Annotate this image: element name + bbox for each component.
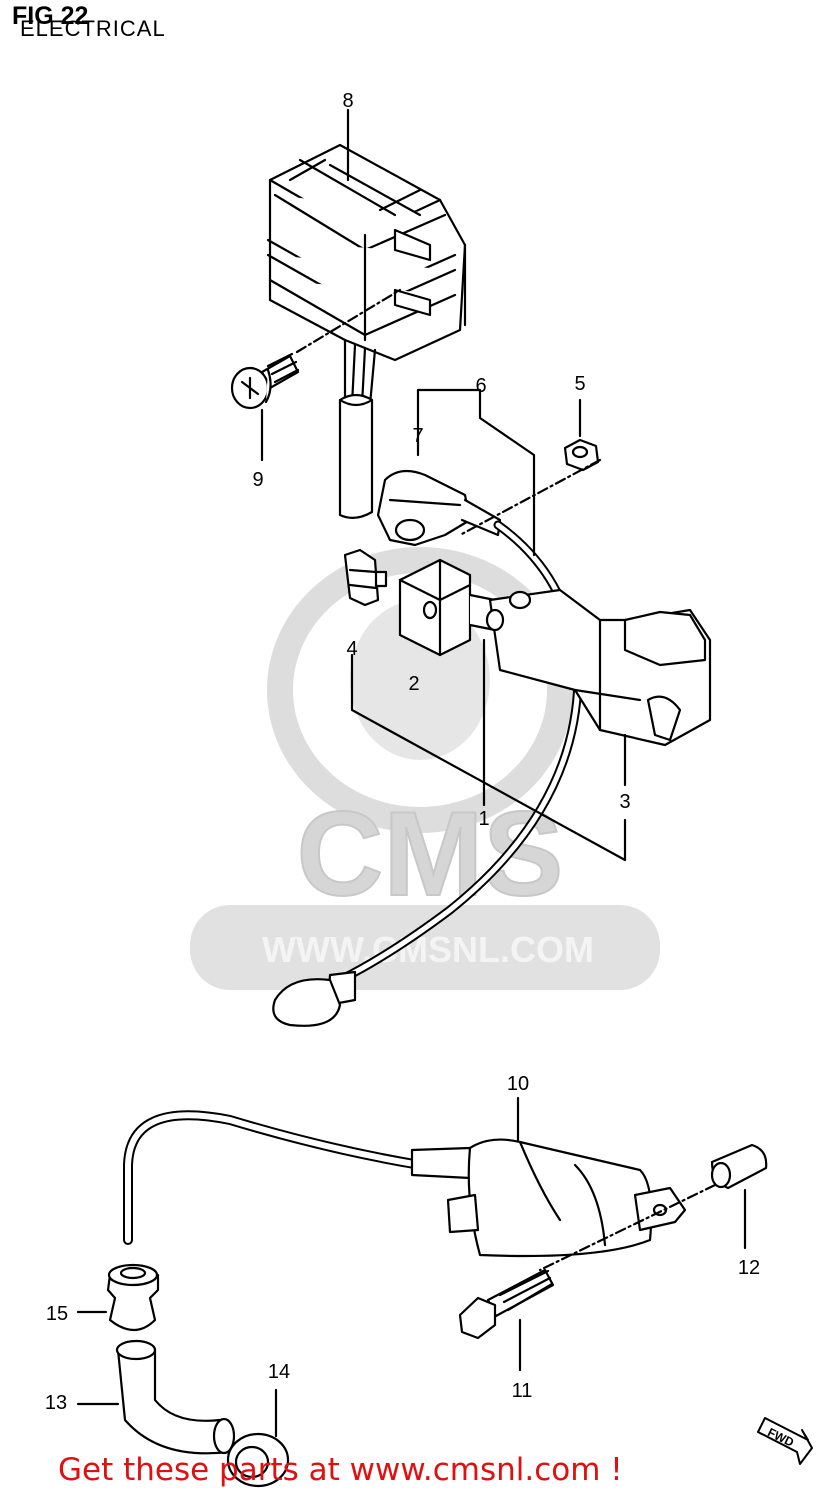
part-7-plug-cap xyxy=(376,469,502,547)
figure-subtitle: ELECTRICAL xyxy=(20,16,166,41)
callout-11: 11 xyxy=(512,1380,533,1402)
part-12-collar xyxy=(710,1143,768,1190)
footer-cta-link[interactable]: Get these parts at www.cmsnl.com ! xyxy=(58,1452,623,1488)
part-9-screw xyxy=(230,352,300,410)
callout-7: 7 xyxy=(412,425,423,447)
callout-2: 2 xyxy=(408,673,419,695)
part-5-nut xyxy=(563,438,600,472)
part-3-lead-cap xyxy=(272,970,357,1027)
centerline-9 xyxy=(295,288,402,354)
callout-12: 12 xyxy=(738,1257,760,1279)
part-10-ht-lead-inner xyxy=(125,1112,423,1243)
centerline-12 xyxy=(538,1183,717,1272)
callout-labels: 1 2 3 4 5 6 7 8 9 10 11 12 13 14 15 xyxy=(45,90,760,1414)
callout-5: 5 xyxy=(574,373,585,395)
part-15-grommet xyxy=(106,1263,160,1332)
callout-10: 10 xyxy=(507,1073,529,1095)
bracket-6 xyxy=(416,388,536,557)
part-13-plug-cap xyxy=(115,1339,236,1455)
part-8-wire-harness xyxy=(338,338,377,519)
watermark-url: WWW.CMSNL.COM xyxy=(262,929,594,970)
part-4-clip xyxy=(343,548,388,607)
part-3-ignition-coil xyxy=(485,588,712,747)
part-8-regulator xyxy=(266,143,467,362)
callout-1: 1 xyxy=(478,808,489,830)
part-14-seal xyxy=(226,1432,290,1488)
callout-3: 3 xyxy=(619,791,630,813)
cms-watermark: CMS WWW.CMSNL.COM xyxy=(190,547,660,990)
callout-4: 4 xyxy=(346,638,357,660)
callout-8: 8 xyxy=(342,90,353,112)
part-10-coil xyxy=(410,1138,687,1258)
callout-9: 9 xyxy=(252,469,263,491)
bracket-3-4 xyxy=(350,653,627,862)
callout-15: 15 xyxy=(46,1303,68,1325)
centerline-5 xyxy=(458,458,602,537)
callout-6: 6 xyxy=(475,375,486,397)
callout-13: 13 xyxy=(45,1392,67,1414)
figure-title: FIG 22 xyxy=(12,2,89,30)
callout-14: 14 xyxy=(268,1361,290,1383)
watermark-brand: CMS xyxy=(297,787,564,921)
fwd-arrow-icon xyxy=(757,1417,813,1465)
part-11-bolt xyxy=(458,1268,555,1340)
